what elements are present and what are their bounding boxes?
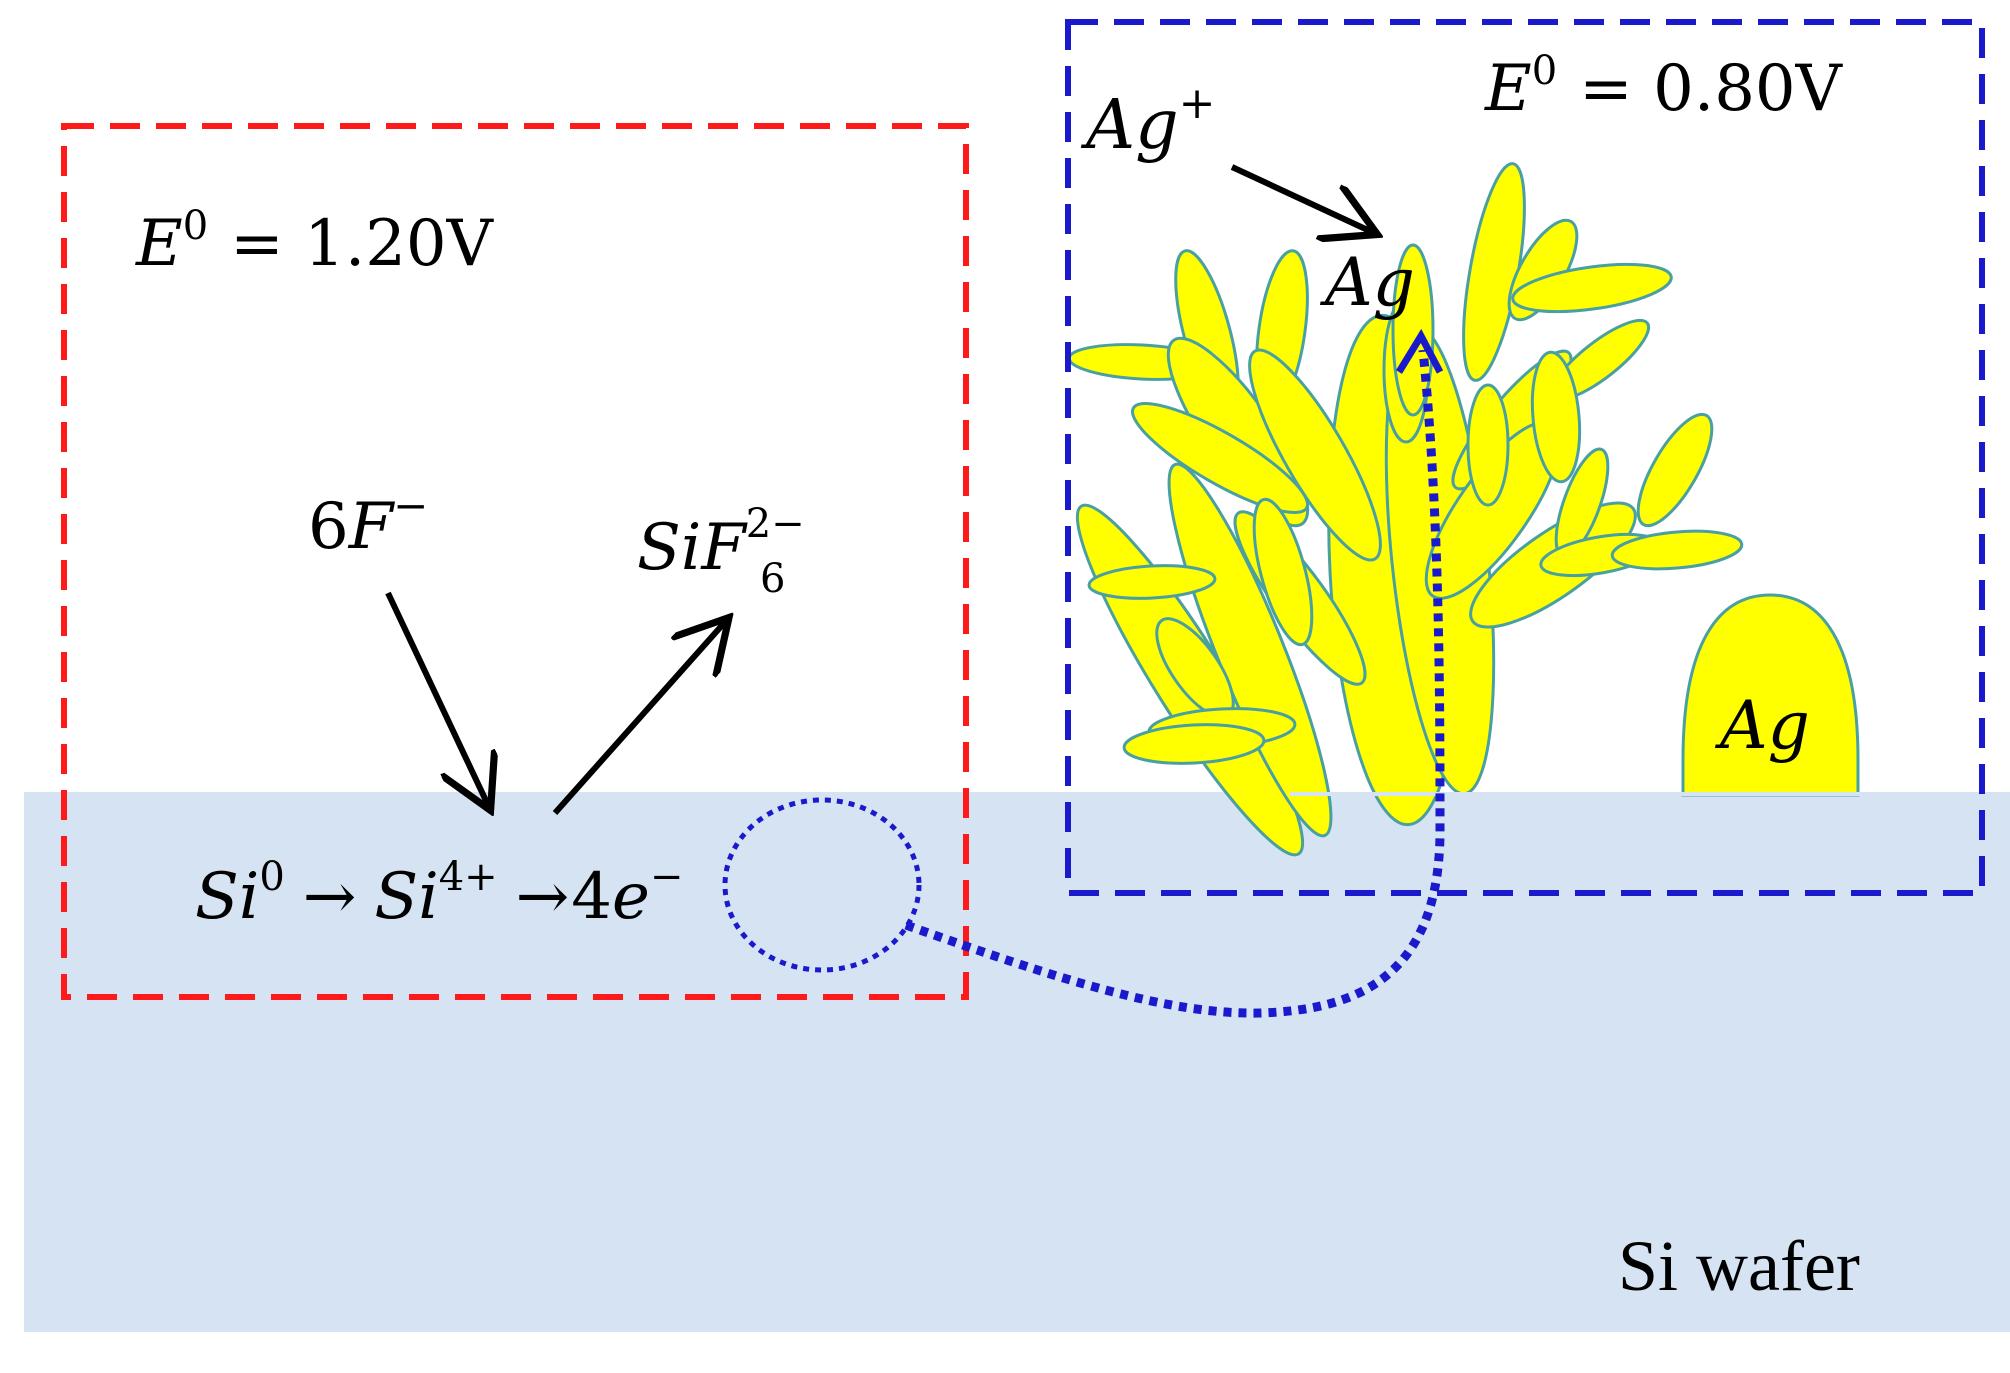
si-wafer bbox=[24, 792, 2010, 1332]
left-potential-label: E0= 1.20V bbox=[135, 203, 495, 281]
silver-dendrite bbox=[1067, 162, 1860, 857]
dendrite-branch bbox=[1122, 723, 1266, 765]
dendrite-branch bbox=[1466, 383, 1510, 507]
electrons-label: 4 bbox=[571, 860, 612, 934]
dendrite-branch bbox=[1511, 262, 1673, 314]
right-potential-label: E0= 0.80V bbox=[1484, 48, 1844, 126]
oxidation-region-box bbox=[61, 123, 969, 1000]
product-arrow bbox=[552, 622, 725, 815]
reaction-arrow-1: → bbox=[303, 860, 357, 934]
hexafluorosilicate-subscript: 6 bbox=[760, 556, 785, 602]
fluoride-arrow bbox=[385, 591, 488, 805]
electron-path-arrowhead bbox=[1396, 328, 1444, 374]
electron-transfer-path bbox=[904, 349, 1445, 1018]
electron-circle bbox=[722, 797, 922, 973]
dendrite-branch bbox=[1252, 497, 1314, 647]
fluoride-label: 6F− bbox=[308, 481, 428, 564]
reduction-region-box bbox=[1065, 19, 1985, 896]
reaction-arrow-2: → bbox=[516, 860, 570, 934]
hexafluorosilicate-label: SiF2− bbox=[637, 501, 805, 585]
wafer-surface-mask bbox=[1290, 792, 1890, 796]
ag-ion-arrow bbox=[1230, 164, 1372, 232]
si0-label: Si bbox=[195, 860, 259, 934]
dendrite-branch bbox=[1610, 529, 1744, 571]
silver-particle-label: Ag bbox=[1714, 687, 1810, 764]
dendrite-branch bbox=[1087, 564, 1217, 600]
dendrite-branch bbox=[1391, 243, 1435, 417]
dendrite-branch bbox=[1636, 412, 1714, 528]
silver-deposit-label: Ag bbox=[1319, 244, 1415, 321]
oxidation-reaction: Si0→Si4+→4e− bbox=[195, 854, 683, 934]
dendrite-branch bbox=[1131, 402, 1309, 514]
dendrite-branch bbox=[1248, 348, 1382, 562]
si4-label: Si bbox=[374, 860, 438, 934]
silver-particle bbox=[1681, 593, 1860, 797]
dendrite-branch bbox=[1530, 350, 1582, 484]
silver-ion-label: Ag+ bbox=[1080, 78, 1216, 165]
si-wafer-label: Si wafer bbox=[1618, 1226, 1860, 1306]
